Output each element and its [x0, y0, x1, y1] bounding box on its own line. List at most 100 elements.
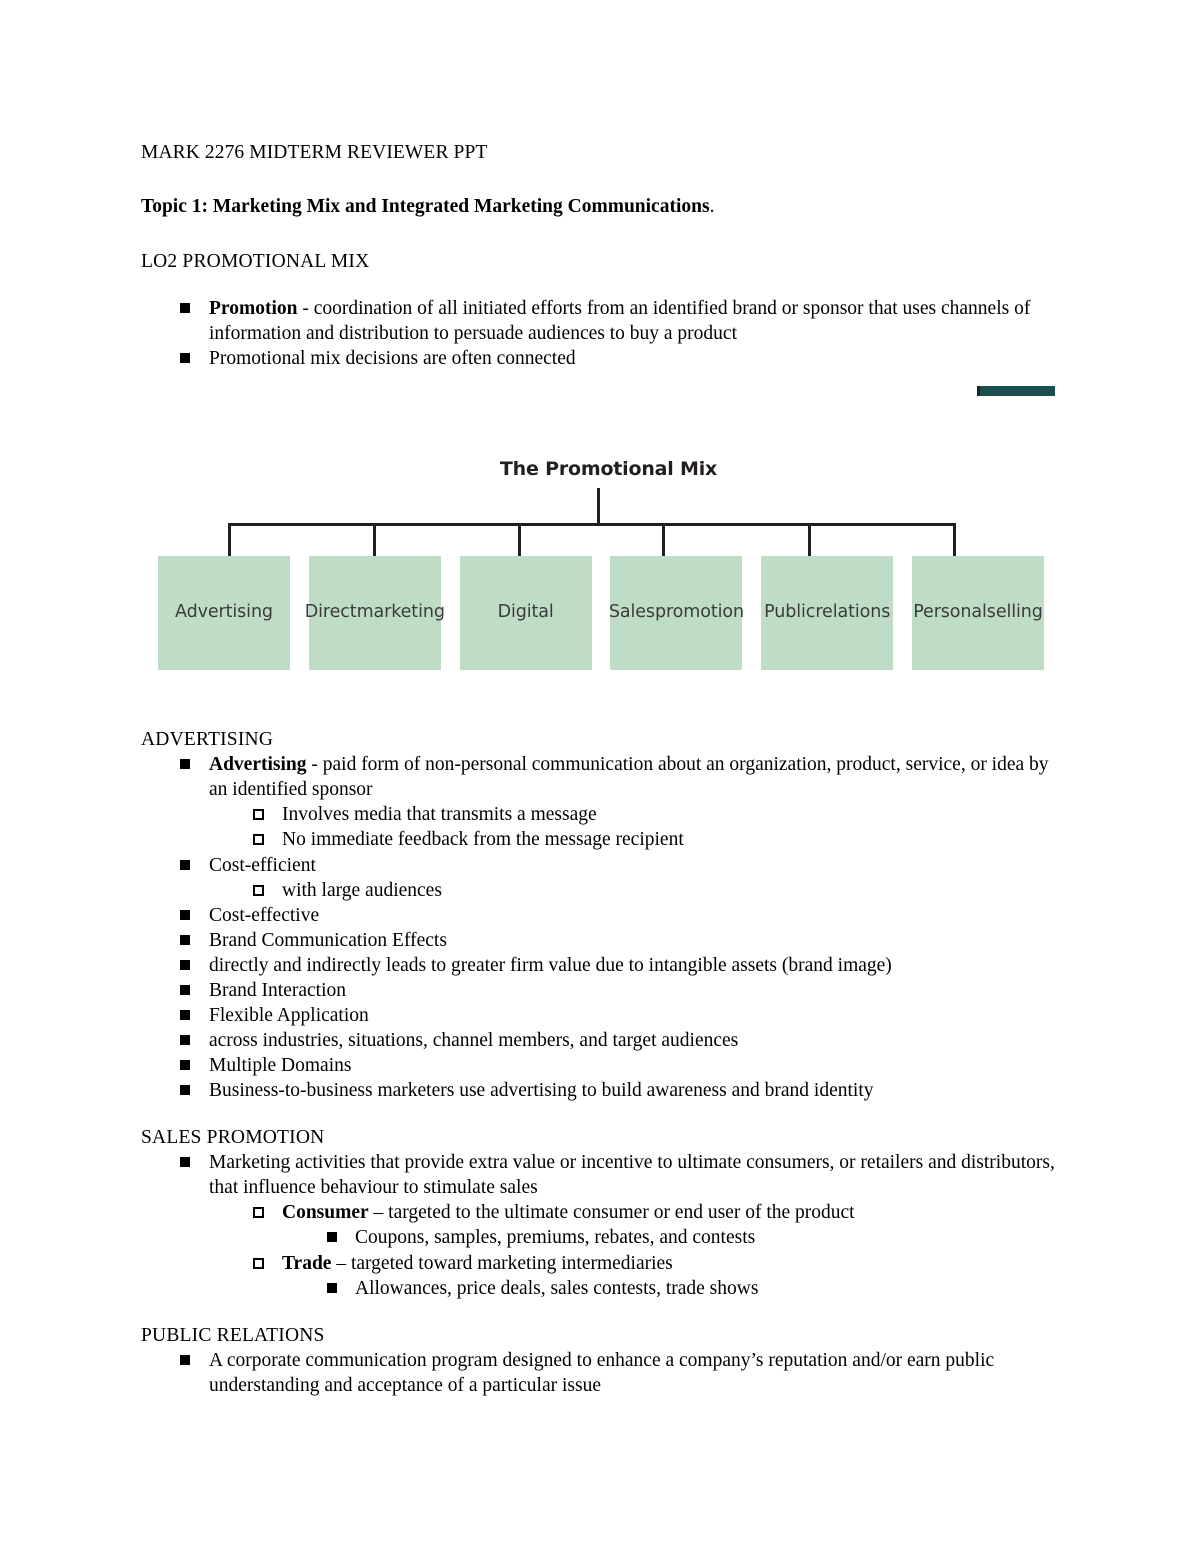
list-item: Promotional mix decisions are often conn…	[180, 346, 1061, 371]
list-item-text: Flexible Application	[209, 1005, 369, 1026]
list-item: Marketing activities that provide extra …	[180, 1150, 1061, 1200]
hollow-square-bullet-icon	[253, 1200, 269, 1225]
list-item: Trade – targeted toward marketing interm…	[253, 1251, 1061, 1276]
diagram-drop-connector-2	[373, 523, 376, 556]
filled-square-bullet-icon	[180, 978, 196, 1003]
list-item: A corporate communication program design…	[180, 1348, 1061, 1398]
list-item: Allowances, price deals, sales contests,…	[327, 1276, 1061, 1301]
filled-square-bullet-icon	[180, 1078, 196, 1103]
list-item-rest: – targeted to the ultimate consumer or e…	[368, 1202, 855, 1224]
list-item-rest: across industries, situations, channel m…	[209, 1029, 739, 1051]
list-item-rest: Brand Communication Effects	[209, 929, 447, 951]
promotion-bullet-list: Promotion - coordination of all initiate…	[141, 296, 1061, 371]
list-item-bold: Advertising	[209, 754, 307, 776]
list-item: Advertising - paid form of non-personal …	[180, 752, 1061, 802]
bullet-list-level-3: Coupons, samples, premiums, rebates, and…	[141, 1225, 1061, 1250]
section-heading-advertising: ADVERTISING	[141, 729, 274, 750]
list-item-text: Involves media that transmits a message	[282, 804, 597, 825]
bullet-list-level-1: Advertising - paid form of non-personal …	[141, 752, 1061, 802]
hollow-square-bullet-icon	[253, 802, 269, 827]
list-item-rest: A corporate communication program design…	[209, 1349, 995, 1397]
list-item-rest: Cost-efficient	[209, 854, 316, 876]
list-item-text: Multiple Domains	[209, 1055, 351, 1076]
diagram-drop-connector-5	[808, 523, 811, 556]
list-item-rest: No immediate feedback from the message r…	[282, 829, 684, 851]
list-item: with large audiences	[253, 878, 1061, 903]
list-item-rest: Business-to-business marketers use adver…	[209, 1079, 874, 1101]
list-item: across industries, situations, channel m…	[180, 1028, 1061, 1053]
list-item-bold: Consumer	[282, 1202, 369, 1224]
document-sections: ADVERTISING Advertising - paid form of n…	[141, 727, 1061, 1398]
spacer	[141, 274, 1061, 296]
topic-heading-text: Topic 1: Marketing Mix and Integrated Ma…	[141, 196, 710, 218]
list-item-text: with large audiences	[282, 880, 442, 901]
filled-square-bullet-icon	[180, 1028, 196, 1053]
filled-square-bullet-icon	[180, 346, 196, 371]
diagram-node-line: marketing	[356, 602, 445, 623]
list-item-text: across industries, situations, channel m…	[209, 1030, 738, 1051]
diagram-node-line: selling	[986, 602, 1043, 623]
spacer	[141, 1301, 1061, 1323]
filled-square-bullet-icon	[180, 1053, 196, 1078]
list-item-rest: Brand Interaction	[209, 979, 346, 1001]
diagram-node-digital: Digital	[459, 556, 592, 670]
section-list-public-relations: A corporate communication program design…	[141, 1348, 1061, 1398]
filled-square-bullet-icon	[180, 1348, 196, 1373]
list-item-text: Promotion - coordination of all initiate…	[209, 298, 1030, 344]
list-item: Brand Communication Effects	[180, 928, 1061, 953]
section-heading-sales-promotion: SALES PROMOTION	[141, 1127, 325, 1148]
hollow-square-bullet-icon	[253, 1251, 269, 1276]
list-item-rest: - paid form of non-personal communicatio…	[209, 754, 1049, 801]
hollow-square-bullet-icon	[253, 827, 269, 852]
list-item-text: Promotional mix decisions are often conn…	[209, 348, 576, 369]
filled-square-bullet-icon	[180, 903, 196, 928]
bullet-list-level-3: Allowances, price deals, sales contests,…	[141, 1276, 1061, 1301]
bullet-list-level-1: Cost-efficient	[141, 853, 1061, 878]
list-item-text: Trade – targeted toward marketing interm…	[282, 1253, 673, 1274]
list-item-bold: Promotion	[209, 298, 298, 320]
bullet-list-level-1: A corporate communication program design…	[141, 1348, 1061, 1398]
spacer	[141, 165, 1061, 194]
list-item-text: Brand Communication Effects	[209, 930, 447, 951]
list-item-text: Coupons, samples, premiums, rebates, and…	[355, 1227, 755, 1248]
list-item-text: No immediate feedback from the message r…	[282, 829, 684, 850]
diagram-title: The Promotional Mix	[499, 458, 718, 480]
bullet-list-level-1: Marketing activities that provide extra …	[141, 1150, 1061, 1200]
list-item-rest: Marketing activities that provide extra …	[209, 1152, 1055, 1199]
list-item-text: Consumer – targeted to the ultimate cons…	[282, 1202, 855, 1223]
diagram-drop-connector-1	[228, 523, 231, 556]
list-item-text: Allowances, price deals, sales contests,…	[355, 1278, 758, 1299]
list-item-rest: - coordination of all initiated efforts …	[209, 298, 1031, 345]
section-heading-public-relations: PUBLIC RELATIONS	[141, 1324, 325, 1346]
list-item: Coupons, samples, premiums, rebates, and…	[327, 1225, 1061, 1250]
list-item: Cost-effective	[180, 903, 1061, 928]
list-item-text: Cost-effective	[209, 905, 319, 926]
list-item-text: Advertising - paid form of non-personal …	[209, 754, 1049, 800]
diagram-node-line: Personal	[913, 602, 987, 623]
bullet-list-level-2: with large audiences	[141, 878, 1061, 903]
list-item-rest: Cost-effective	[209, 904, 320, 926]
list-item-text: Business-to-business marketers use adver…	[209, 1080, 874, 1101]
diagram-stem-connector	[597, 488, 600, 524]
filled-square-bullet-icon	[180, 1003, 196, 1028]
hollow-square-bullet-icon	[253, 878, 269, 903]
bullet-list-level-2: Consumer – targeted to the ultimate cons…	[141, 1200, 1061, 1225]
list-item-rest: directly and indirectly leads to greater…	[209, 954, 892, 976]
list-item-rest: Flexible Application	[209, 1004, 369, 1026]
diagram-node-line: Direct	[304, 602, 357, 623]
diagram-drop-connector-4	[662, 523, 665, 556]
diagram-node-line: relations	[815, 602, 891, 623]
diagram-node-line: Public	[764, 602, 816, 623]
list-item-rest: – targeted toward marketing intermediari…	[331, 1252, 673, 1274]
document-body: MARK 2276 MIDTERM REVIEWER PPT Topic 1: …	[141, 140, 1061, 371]
page-title: MARK 2276 MIDTERM REVIEWER PPT	[141, 142, 488, 163]
list-item-rest: Involves media that transmits a message	[282, 804, 597, 826]
filled-square-bullet-icon	[180, 1150, 196, 1175]
list-item-text: A corporate communication program design…	[209, 1350, 994, 1396]
